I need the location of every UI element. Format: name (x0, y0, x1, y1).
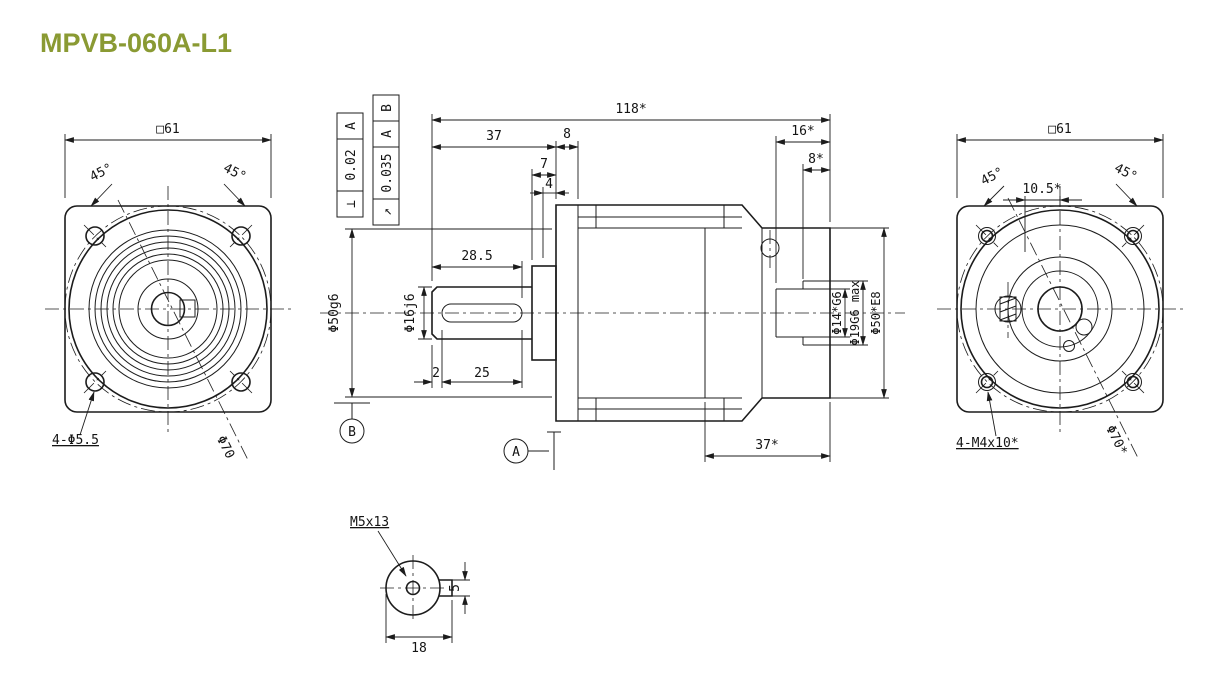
rear-dim-10-5-label: 10.5* (1022, 182, 1061, 197)
detail-dim-5: 5 (448, 562, 470, 614)
side-dim-8: 8 (555, 127, 579, 199)
fcf-perpendicularity: ⊥ 0.02 A (336, 112, 364, 218)
side-dia-19g6: Φ19G6 max (830, 280, 868, 346)
rear-centerlines (937, 186, 1184, 459)
fcf2-symbol: ↗ (380, 208, 395, 216)
side-dim-8s-label: 8* (808, 152, 824, 167)
side-dia-14g6: Φ14*G6 (830, 288, 850, 338)
side-dia-16j6-label: Φ16j6 (403, 293, 418, 332)
detail-thread-label: M5x13 (350, 515, 389, 530)
detail-thread-callout: M5x13 (350, 515, 407, 577)
side-dim-2-label: 2 (432, 366, 440, 381)
fcf-runout: ↗ 0.035 A B (372, 94, 400, 226)
fcf1-symbol: ⊥ (344, 200, 359, 208)
front-angle-left-label: 45° (88, 161, 116, 185)
front-angle-right: 45° (221, 161, 249, 207)
rear-dim-10-5: 10.5* (1003, 182, 1082, 252)
fcf2-datum-b: B (380, 104, 395, 112)
side-dim-118-label: 118* (615, 102, 646, 117)
side-dim-37-label: 37 (486, 129, 502, 144)
side-dim-37s: 37* (704, 402, 831, 462)
side-dia-19g6-label: Φ19G6 max (848, 280, 862, 345)
front-dim-square61: □61 (64, 122, 272, 198)
rear-view: □61 45° 45° 10.5* 4-M4x10* Φ70* (937, 122, 1184, 459)
front-dim-square-label: □61 (156, 122, 179, 137)
side-dia-50g6-label: Φ50g6 (327, 293, 342, 332)
side-dia-50g6: Φ50g6 (327, 228, 552, 398)
side-shaft (431, 265, 557, 361)
fcf1-datum: A (344, 122, 359, 130)
front-view: □61 45° 45° 4-Φ5.5 Φ70 (45, 122, 292, 461)
front-holes-label: 4-Φ5.5 (52, 433, 99, 448)
datum-a-label: A (512, 445, 520, 460)
rear-holes-label: 4-M4x10* (956, 436, 1019, 451)
detail-dim-5-label: 5 (448, 584, 463, 592)
rear-dim-square61: □61 (956, 122, 1164, 198)
side-dim-37s-label: 37* (755, 438, 778, 453)
rear-dim-square-label: □61 (1048, 122, 1071, 137)
side-dim-8-label: 8 (563, 127, 571, 142)
shaft-detail-view: 5 M5x13 18 (350, 515, 470, 656)
side-dia-50e8-label: Φ50*E8 (869, 291, 883, 334)
side-dim-4-label: 4 (545, 177, 553, 192)
side-dim-8s: 8* (802, 152, 831, 279)
side-keyway-slot (441, 303, 523, 323)
detail-dim-18: 18 (385, 594, 453, 656)
rear-angle-right: 45° (1112, 161, 1140, 207)
side-dim-16-label: 16* (791, 124, 814, 139)
side-dia-16j6: Φ16j6 (403, 286, 432, 340)
side-dim-7-label: 7 (540, 157, 548, 172)
rear-holes-callout: 4-M4x10* (956, 391, 1019, 451)
front-angle-left: 45° (88, 161, 116, 207)
detail-thread-circle (405, 580, 421, 596)
rear-angle-left: 45° (979, 165, 1007, 207)
rear-bolt-circle-label: Φ70* (1102, 423, 1130, 458)
side-dim-25-label: 25 (474, 366, 490, 381)
fcf2-datum-a: A (380, 130, 395, 138)
front-bolt-holes (83, 224, 253, 394)
side-dim-4: 4 (530, 177, 569, 258)
datum-b-label: B (348, 425, 356, 440)
rear-tapped-holes (975, 224, 1145, 394)
front-holes-callout: 4-Φ5.5 (52, 391, 99, 448)
drawing-title: MPVB-060A-L1 (40, 28, 232, 58)
fcf2-tolerance: 0.035 (380, 153, 395, 192)
side-dim-7: 7 (531, 157, 557, 260)
rear-clamp-screw (994, 295, 1022, 323)
detail-dim-18-label: 18 (411, 641, 427, 656)
front-keyway (179, 299, 196, 318)
detail-centerlines (380, 555, 448, 621)
rear-angle-left-label: 45° (979, 165, 1007, 189)
side-dim-37: 37 (431, 129, 557, 199)
detail-shaft-circle (385, 560, 441, 616)
side-dim-28-5-label: 28.5 (461, 249, 492, 264)
front-bolt-circle-label: Φ70 (213, 434, 237, 462)
rear-angle-right-label: 45° (1112, 161, 1140, 185)
front-concentric-rings (64, 205, 272, 413)
datum-b: B (334, 402, 370, 444)
side-dim-28-5: 28.5 (431, 249, 523, 298)
front-angle-right-label: 45° (221, 161, 249, 185)
side-dim-2-25: 2 25 (414, 330, 523, 388)
fcf1-tolerance: 0.02 (344, 149, 359, 180)
side-dim-118: 118* (431, 102, 831, 281)
detail-key-tab (439, 579, 453, 597)
rear-pin-holes (1063, 318, 1093, 352)
front-centerlines (45, 186, 292, 461)
side-dia-50e8: Φ50*E8 (830, 227, 889, 399)
side-dim-16: 16* (775, 124, 831, 283)
side-dia-14g6-label: Φ14*G6 (830, 291, 844, 334)
datum-a: A (503, 431, 561, 470)
side-view: 118* 37 8 7 4 28.5 (320, 94, 905, 470)
